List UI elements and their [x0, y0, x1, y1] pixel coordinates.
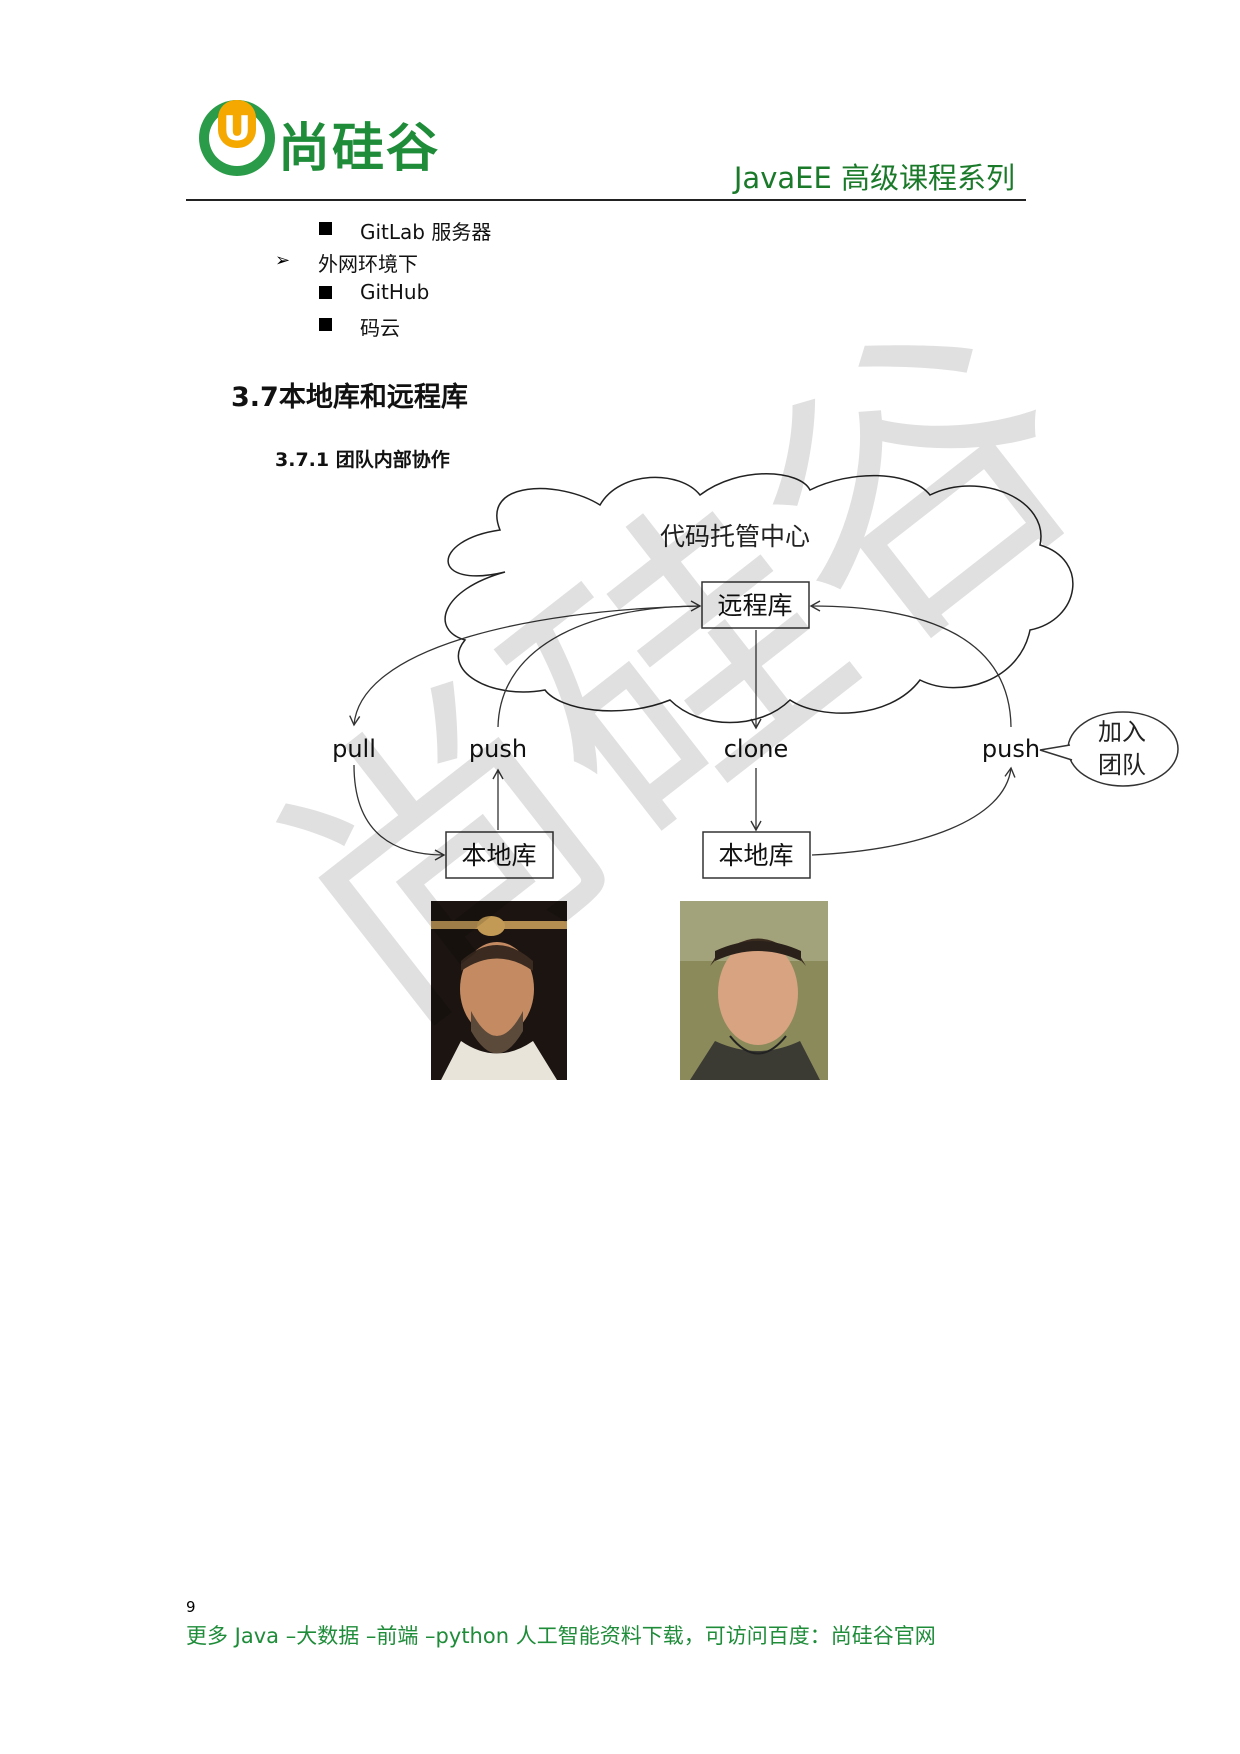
join-team-line2: 团队: [1098, 751, 1146, 779]
section-heading: 3.7本地库和远程库: [231, 382, 468, 413]
square-bullet-icon: [319, 222, 332, 235]
logo-letter: U: [223, 109, 251, 149]
footer-text: 更多 Java –大数据 –前端 –python 人工智能资料下载，可访问百度：…: [186, 1624, 936, 1648]
arrow-bullet-icon: ➢: [275, 250, 291, 271]
push-right-label: push: [982, 735, 1040, 763]
person-portrait-left-icon: [431, 901, 567, 1080]
remote-repo-box: [701, 581, 810, 629]
push-left-arrow-to-remote: [497, 600, 702, 728]
pull-label: pull: [332, 735, 376, 763]
local-repo-left-label: 本地库: [461, 841, 536, 870]
square-bullet-icon: [319, 286, 332, 299]
local-repo-left-box: [445, 831, 554, 879]
series-title: JavaEE 高级课程系列: [733, 161, 1015, 195]
logo: U 尚硅谷: [196, 92, 496, 182]
local-repo-right-box: [702, 831, 811, 879]
list-item-github: GitHub: [360, 280, 430, 304]
push-left-label: push: [469, 735, 527, 763]
subsection-heading: 3.7.1 团队内部协作: [275, 449, 450, 471]
push-right-arrow-to-remote: [809, 600, 1012, 728]
list-item-gitee: 码云: [360, 316, 400, 340]
cloud-label: 代码托管中心: [660, 522, 810, 551]
clone-label: clone: [724, 735, 789, 763]
logo-text: 尚硅谷: [278, 119, 441, 179]
pull-arrow-to-local: [353, 764, 446, 861]
photo-right: [680, 901, 828, 1080]
local-to-push-right-arrow: [811, 766, 1016, 856]
list-item-gitlab: GitLab 服务器: [360, 220, 492, 244]
pull-arrow-from-remote: [349, 605, 701, 727]
square-bullet-icon: [319, 318, 332, 331]
header-divider: [186, 199, 1026, 201]
join-team-line1: 加入: [1098, 718, 1146, 746]
logo-icon: U: [199, 100, 275, 176]
local-repo-right-label: 本地库: [718, 841, 793, 870]
photo-left: [431, 901, 567, 1080]
person-portrait-right-icon: [680, 901, 828, 1080]
list-item-external: 外网环境下: [318, 252, 418, 276]
remote-repo-label: 远程库: [717, 591, 792, 620]
page-number: 9: [186, 1598, 196, 1616]
